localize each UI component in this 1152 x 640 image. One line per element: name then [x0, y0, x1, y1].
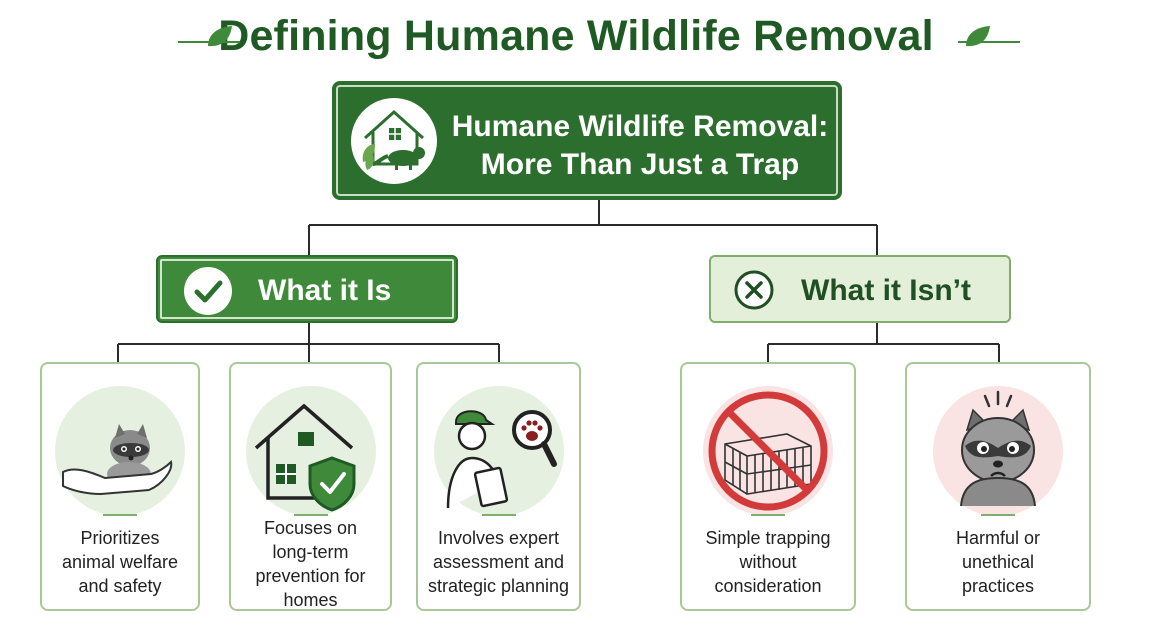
card-text: Prioritizes animal welfare and safety: [48, 526, 192, 598]
page-title: Defining Humane Wildlife Removal: [218, 12, 934, 60]
leaf-divider-icon-right: [958, 26, 1020, 47]
house-shield-icon: [245, 386, 376, 516]
root-title-line-1: Humane Wildlife Removal:: [451, 110, 829, 143]
what-it-isnt-label: What it Isn’t: [801, 274, 971, 307]
root-title-line-2: More Than Just a Trap: [480, 148, 800, 181]
distressed-raccoon-icon: [933, 386, 1063, 516]
card-line: and safety: [78, 576, 162, 596]
card-expert-assessment: Involves expert assessment and strategic…: [416, 362, 581, 611]
card-line: practices: [961, 576, 1035, 596]
card-animal-welfare: Prioritizes animal welfare and safety: [40, 362, 200, 611]
card-simple-trapping: Simple trapping without consideration: [680, 362, 856, 611]
card-line: unethical: [961, 552, 1035, 572]
card-separator: [103, 514, 137, 516]
card-separator: [751, 514, 785, 516]
card-text: Harmful or unethical practices: [913, 526, 1083, 598]
root-node: Humane Wildlife Removal: More Than Just …: [332, 81, 842, 200]
card-text: Focuses on long-term prevention for home…: [237, 516, 384, 612]
card-line: long-term: [272, 542, 349, 562]
card-line: consideration: [714, 576, 822, 596]
card-separator: [981, 514, 1015, 516]
no-cage-trap-icon: [703, 386, 833, 516]
raccoon-in-hand-icon: [55, 386, 185, 516]
card-line: Simple trapping: [705, 528, 831, 548]
card-line: without: [739, 552, 797, 572]
card-line: Involves expert: [437, 528, 560, 548]
card-line: prevention for: [255, 566, 366, 586]
card-line: Prioritizes: [80, 528, 160, 548]
house-raccoon-icon: [351, 98, 437, 184]
leaf-divider-icon-left: [178, 26, 240, 47]
card-harmful-practices: Harmful or unethical practices: [905, 362, 1091, 611]
x-circle-icon: [734, 270, 774, 310]
what-it-isnt-node: What it Isn’t: [709, 255, 1011, 323]
card-line: Focuses on: [263, 518, 358, 538]
card-line: Harmful or: [955, 528, 1040, 548]
card-text: Simple trapping without consideration: [688, 526, 848, 598]
card-line: assessment and: [432, 552, 565, 572]
card-separator: [293, 514, 328, 516]
card-long-term-prevention: Focuses on long-term prevention for home…: [229, 362, 392, 611]
checkmark-icon: [184, 267, 232, 315]
card-line: animal welfare: [61, 552, 179, 572]
card-line: homes: [283, 590, 338, 610]
card-text: Involves expert assessment and strategic…: [424, 526, 573, 598]
card-separator: [481, 514, 516, 516]
what-it-is-node: What it Is: [156, 255, 458, 323]
inspector-magnifier-icon: [433, 386, 564, 516]
card-line: strategic planning: [427, 576, 570, 596]
what-it-is-label: What it Is: [258, 274, 392, 307]
